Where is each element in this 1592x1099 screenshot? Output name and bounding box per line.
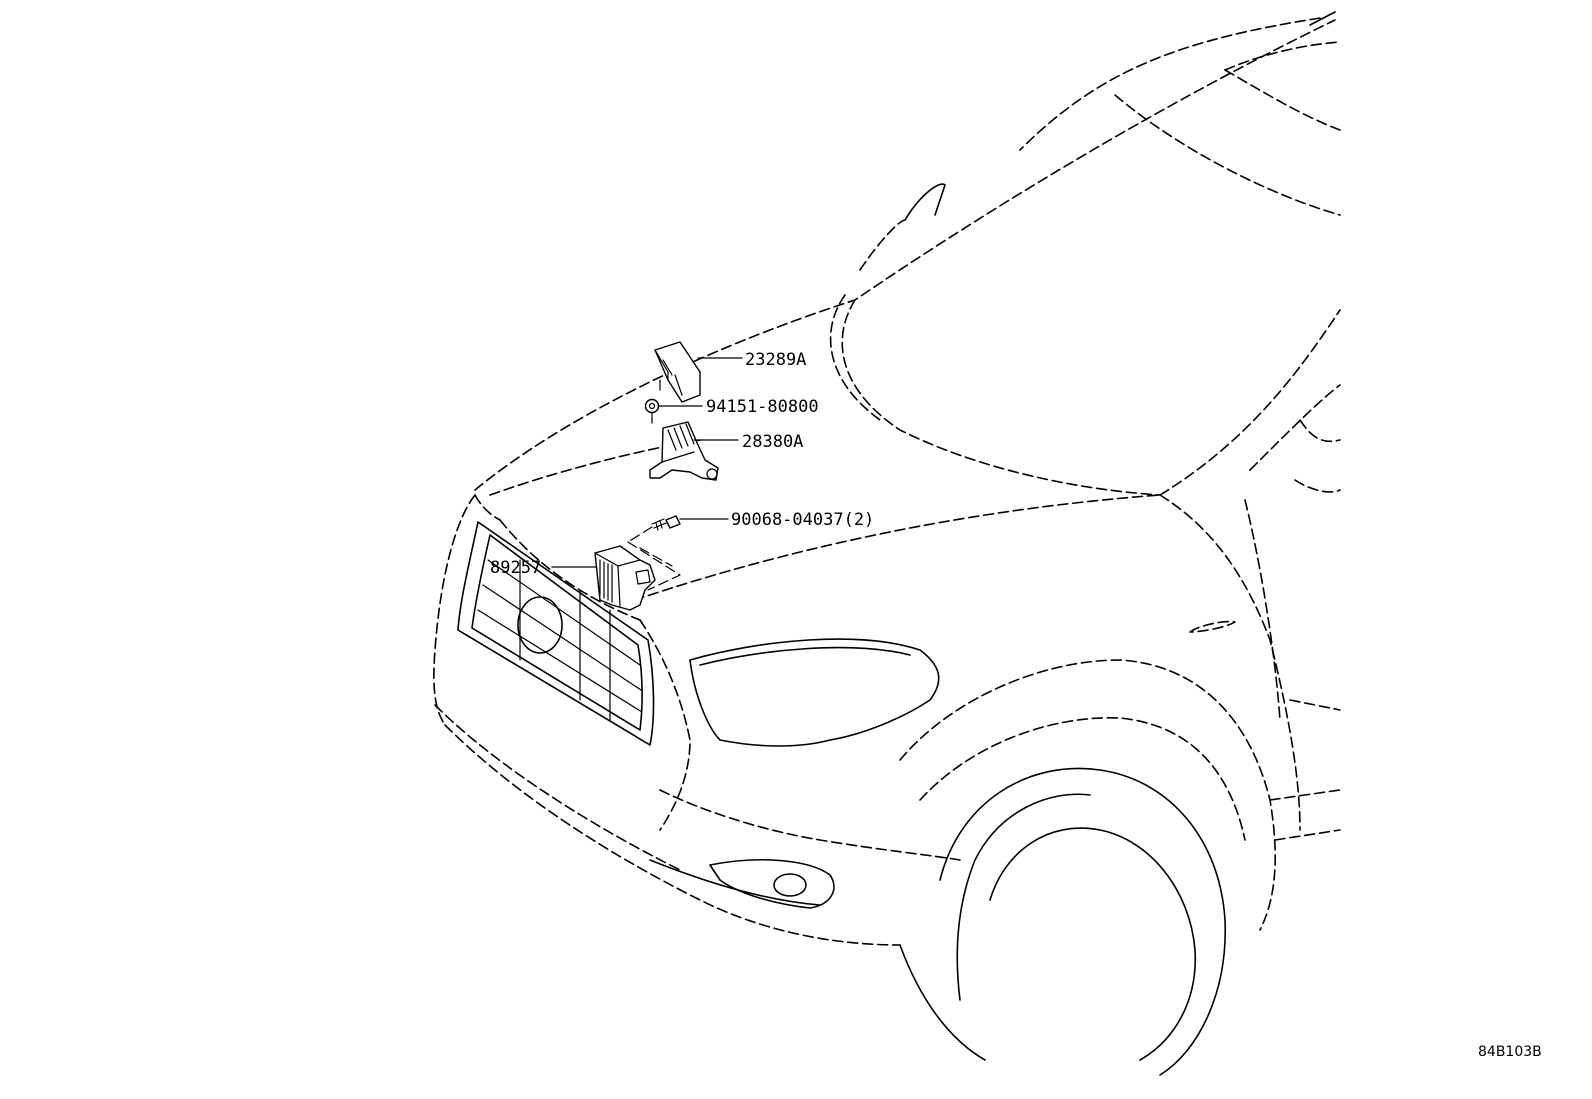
part-label-89257: 89257 — [490, 558, 541, 578]
part-label-23289a: 23289A — [745, 350, 806, 370]
mounting-guide-lines — [627, 379, 681, 591]
vehicle-outline — [433, 11, 1341, 1076]
relay-part-28380a — [649, 421, 719, 481]
part-label-94151-80800: 94151-80800 — [706, 397, 819, 417]
figure-id: 84B103B — [1478, 1044, 1542, 1060]
control-unit-part-89257 — [594, 545, 656, 611]
cover-part-23289a — [654, 341, 701, 403]
part-label-28380a: 28380A — [742, 432, 803, 452]
nut-part-94151-80800 — [644, 398, 660, 414]
leader-lines — [551, 357, 743, 568]
bolt-part-90068-04037 — [651, 515, 681, 531]
part-label-90068-04037: 90068-04037(2) — [731, 510, 874, 530]
